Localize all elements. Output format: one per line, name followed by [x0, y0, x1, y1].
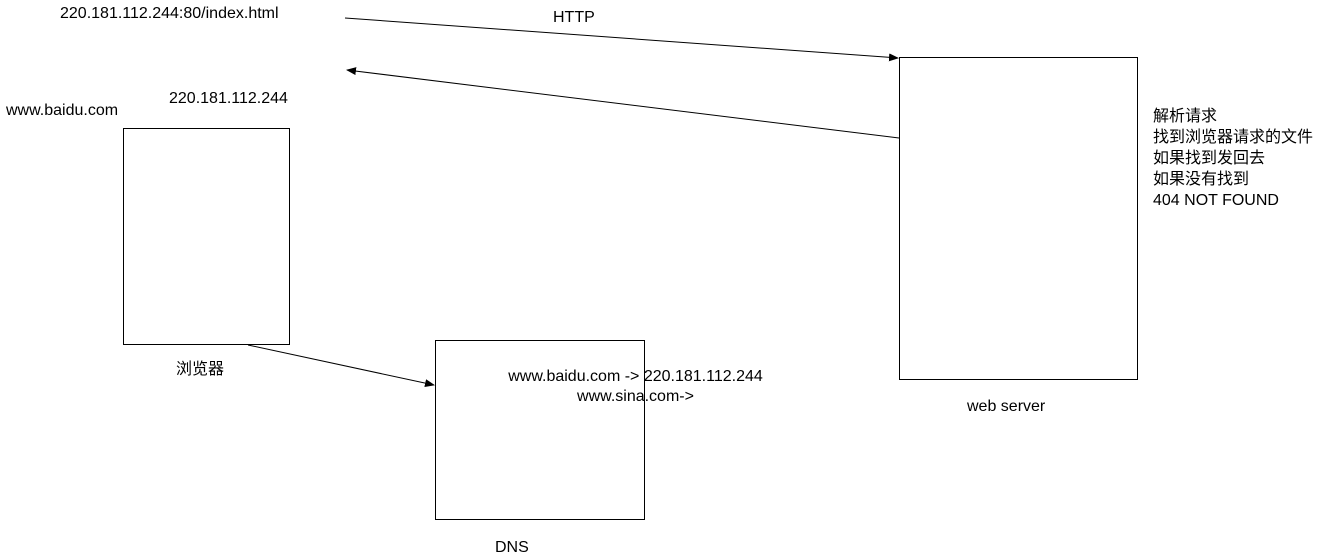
http-request-arrow [344, 17, 899, 62]
server-note-5: 404 NOT FOUND [1153, 192, 1279, 209]
dns-box[interactable] [435, 340, 645, 520]
web-server-label: web server [967, 398, 1046, 415]
server-note-4: 如果没有找到 [1153, 171, 1250, 188]
browser-domain-label: www.baidu.com [6, 102, 119, 119]
dns-mapping-1: www.baidu.com -> 220.181.112.244 [508, 368, 763, 385]
dns-label: DNS [495, 539, 529, 556]
server-note-3: 如果找到发回去 [1153, 150, 1266, 167]
dns-query-arrow [247, 344, 435, 388]
browser-ip-label: 220.181.112.244 [169, 90, 288, 107]
browser-label: 浏览器 [176, 361, 225, 378]
dns-mapping-text: www.baidu.com -> 220.181.112.244 www.sin… [488, 367, 783, 407]
server-note-2: 找到浏览器请求的文件 [1153, 129, 1314, 146]
server-notes: 解析请求 找到浏览器请求的文件 如果找到发回去 如果没有找到 404 NOT F… [1153, 106, 1313, 211]
url-label: 220.181.112.244:80/index.html [60, 5, 279, 22]
server-note-1: 解析请求 [1153, 108, 1218, 125]
web-server-box[interactable] [899, 57, 1138, 380]
browser-box[interactable] [123, 128, 290, 345]
dns-mapping-2: www.sina.com-> [577, 388, 694, 405]
http-response-arrow [346, 67, 900, 139]
http-label: HTTP [553, 9, 595, 26]
